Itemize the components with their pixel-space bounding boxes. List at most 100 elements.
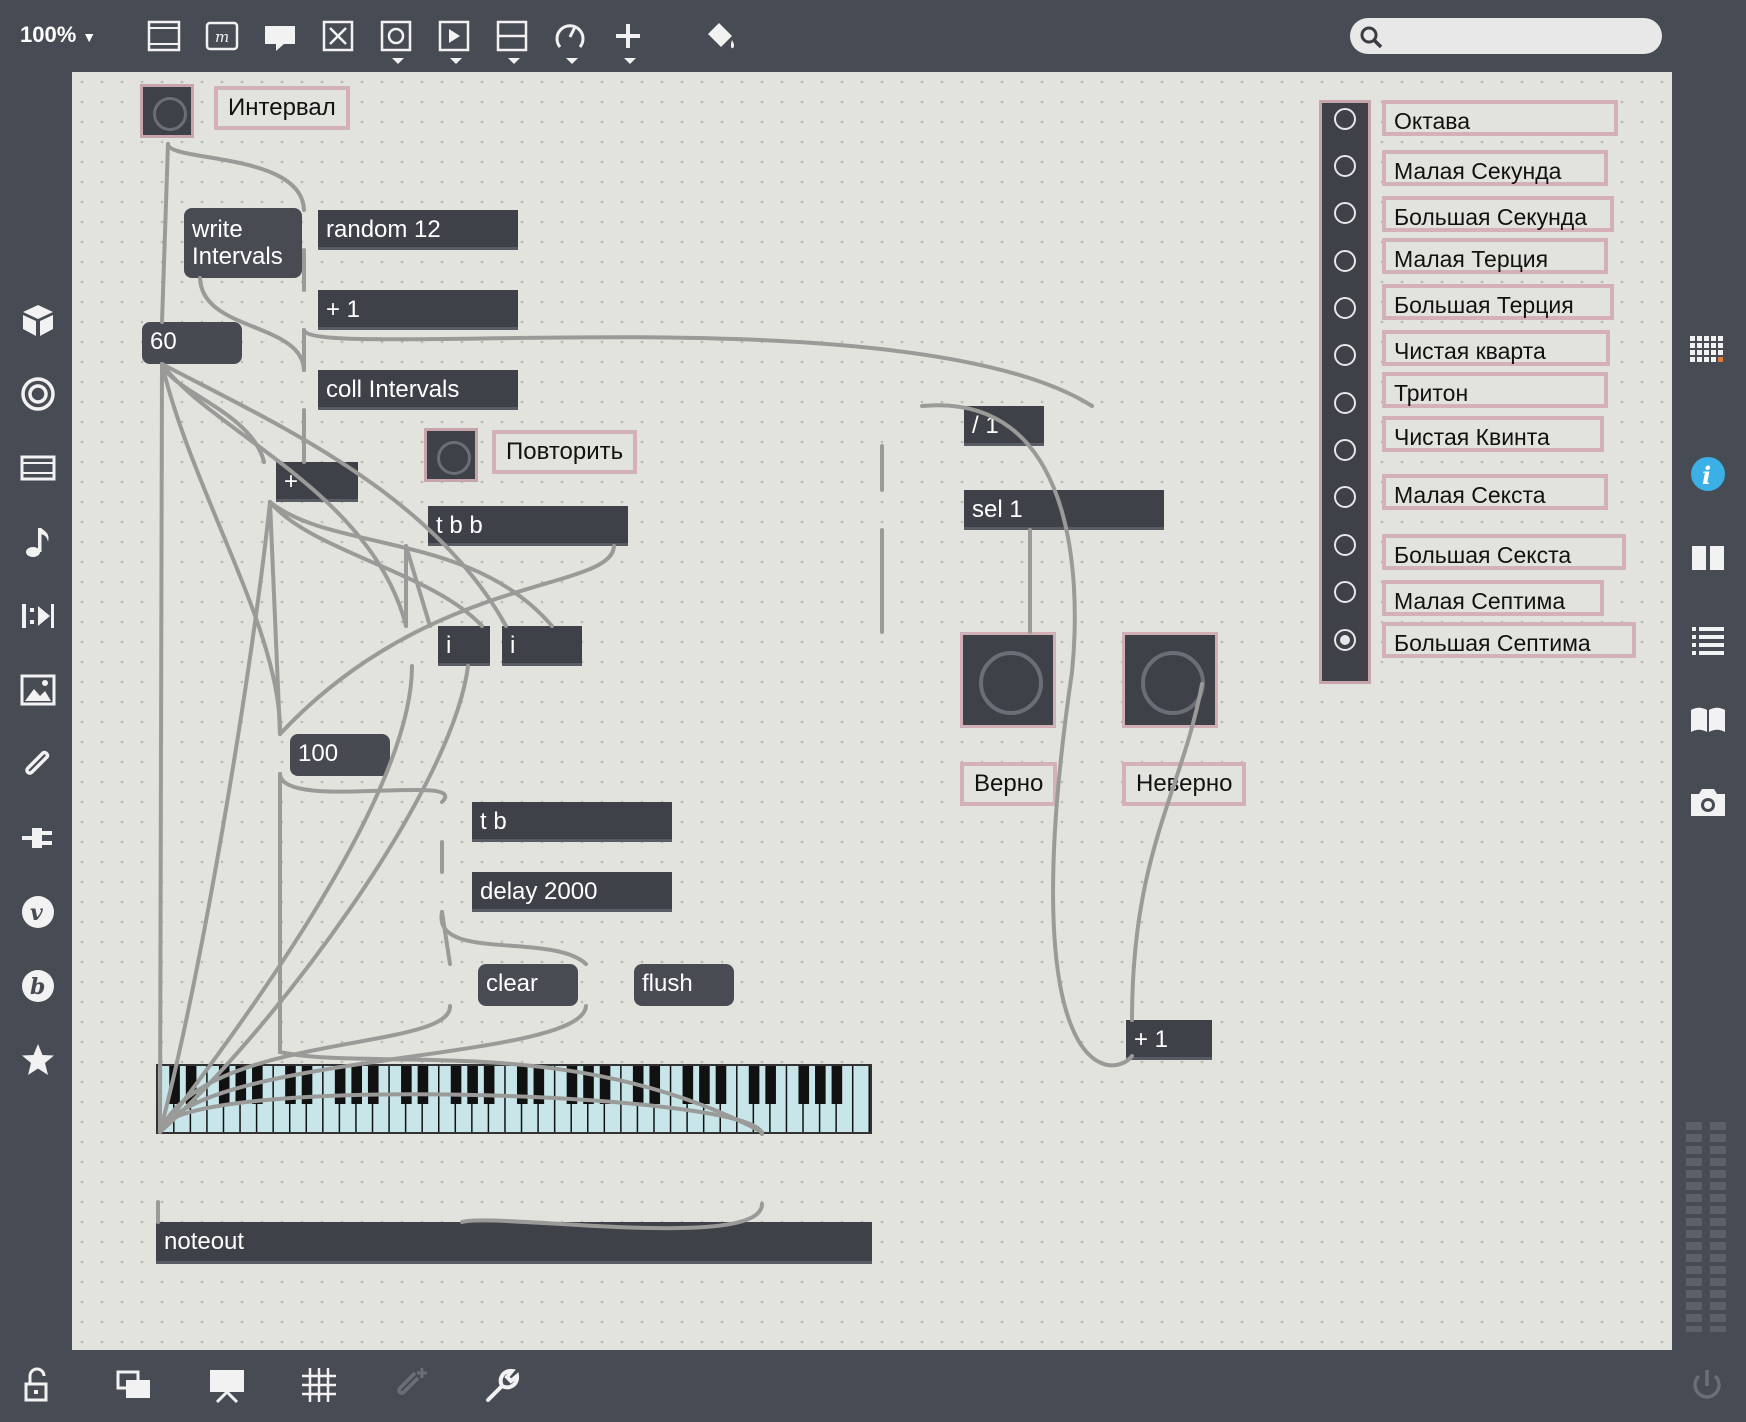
book-open-icon[interactable]	[1686, 536, 1730, 580]
presentation-mode-icon[interactable]	[204, 1362, 250, 1408]
keyboard-slider[interactable]	[156, 1064, 872, 1134]
coll-intervals-object[interactable]: coll Intervals	[318, 370, 518, 410]
bang-ring	[979, 651, 1043, 715]
add-object-icon[interactable]	[610, 18, 646, 64]
step-icon[interactable]	[18, 596, 58, 636]
radio-label-4: Малая Терция	[1382, 238, 1608, 274]
wrong-comment: Неверно	[1122, 762, 1247, 806]
trigger-b-object[interactable]: t b	[472, 802, 672, 842]
piano-keys[interactable]	[158, 1066, 870, 1132]
black-key	[334, 1066, 346, 1104]
zoom-level: 100%	[20, 22, 77, 47]
plug-icon[interactable]	[18, 818, 58, 858]
play-button-icon[interactable]	[436, 18, 472, 64]
radio-option-6[interactable]	[1334, 344, 1356, 367]
radio-option-4[interactable]	[1334, 249, 1356, 272]
list-icon[interactable]	[1686, 618, 1730, 662]
search-input[interactable]	[1390, 22, 1654, 52]
random-object[interactable]: random 12	[318, 210, 518, 250]
chevron-down-icon: ▼	[82, 29, 97, 45]
zoom-dropdown[interactable]: 100% ▼	[20, 22, 96, 48]
black-key	[682, 1066, 694, 1104]
bang-icon[interactable]	[378, 18, 414, 64]
v-icon[interactable]: v	[18, 892, 58, 932]
reference-icon[interactable]	[1686, 698, 1730, 742]
paperclip-icon[interactable]	[18, 744, 58, 784]
black-key	[632, 1066, 644, 1104]
number-box-100[interactable]: 100	[290, 734, 390, 776]
slider-icon[interactable]	[494, 18, 530, 64]
radio-option-8[interactable]	[1334, 438, 1356, 461]
paint-bucket-icon[interactable]	[702, 18, 738, 54]
radio-label-11: Малая Септима	[1382, 580, 1604, 616]
svg-text:i: i	[1702, 461, 1711, 490]
black-key	[285, 1066, 296, 1104]
int-object-2[interactable]: i	[502, 626, 582, 666]
bang-ring	[1141, 651, 1205, 715]
grid-snap-icon[interactable]	[296, 1362, 342, 1408]
wrench-icon[interactable]	[480, 1362, 526, 1408]
clear-message[interactable]: clear	[478, 964, 578, 1006]
interval-bang[interactable]	[140, 84, 194, 138]
int-object-1[interactable]: i	[438, 626, 490, 666]
black-key	[467, 1066, 478, 1104]
noteout-object[interactable]: noteout	[156, 1222, 872, 1264]
radio-option-1[interactable]	[1334, 107, 1356, 130]
power-icon[interactable]	[1684, 1362, 1730, 1408]
new-object-icon[interactable]	[388, 1362, 434, 1408]
dial-icon[interactable]	[552, 18, 588, 64]
bang-ring	[437, 441, 471, 475]
message-box-icon[interactable]: m	[204, 18, 240, 54]
write-intervals-message[interactable]: write Intervals	[184, 208, 302, 278]
black-key	[699, 1066, 710, 1104]
delay-object[interactable]: delay 2000	[472, 872, 672, 912]
star-icon[interactable]	[18, 1040, 58, 1080]
black-key	[815, 1066, 826, 1104]
black-key	[748, 1066, 760, 1104]
b-icon[interactable]: b	[18, 966, 58, 1006]
plus-one-object-2[interactable]: + 1	[1126, 1020, 1212, 1060]
flush-message[interactable]: flush	[634, 964, 734, 1006]
trigger-bb-object[interactable]: t b b	[428, 506, 628, 546]
plus-one-object[interactable]: + 1	[318, 290, 518, 330]
radio-option-2[interactable]	[1334, 155, 1356, 178]
film-icon[interactable]	[18, 448, 58, 488]
divide-object[interactable]: / 1	[964, 406, 1044, 446]
black-key	[301, 1066, 313, 1104]
correct-bang[interactable]	[960, 632, 1056, 728]
image-icon[interactable]	[18, 670, 58, 710]
info-icon[interactable]: i	[1686, 452, 1730, 496]
black-key	[417, 1066, 429, 1104]
package-icon[interactable]	[18, 300, 58, 340]
wrong-bang[interactable]	[1122, 632, 1218, 728]
black-key	[599, 1066, 611, 1104]
camera-icon[interactable]	[1686, 780, 1730, 824]
toggle-x-icon[interactable]	[320, 18, 356, 54]
comment-icon[interactable]	[262, 18, 298, 54]
presentation-icon[interactable]	[146, 18, 182, 54]
black-key	[649, 1066, 661, 1104]
level-meter-left	[1686, 1122, 1702, 1332]
black-key	[351, 1066, 362, 1104]
interval-radio-group[interactable]	[1319, 100, 1371, 684]
radio-label-9: Малая Секста	[1382, 474, 1608, 510]
music-note-icon[interactable]	[18, 522, 58, 562]
radio-option-10[interactable]	[1334, 533, 1356, 556]
radio-option-7[interactable]	[1334, 391, 1356, 414]
radio-option-11[interactable]	[1334, 580, 1356, 603]
add-object[interactable]: +	[276, 462, 358, 502]
radio-option-3[interactable]	[1334, 202, 1356, 225]
repeat-comment: Повторить	[492, 430, 638, 474]
repeat-bang[interactable]	[424, 428, 478, 482]
select-object[interactable]: sel 1	[964, 490, 1164, 530]
number-box-60[interactable]: 60	[142, 322, 242, 364]
radio-label-5: Большая Терция	[1382, 284, 1614, 320]
lock-icon[interactable]	[16, 1362, 62, 1408]
windows-icon[interactable]	[112, 1362, 158, 1408]
radio-option-9[interactable]	[1334, 486, 1356, 509]
bang-ring	[153, 97, 187, 131]
radio-option-5[interactable]	[1334, 297, 1356, 319]
circle-target-icon[interactable]	[18, 374, 58, 414]
radio-option-12[interactable]	[1334, 629, 1356, 652]
grid-icon[interactable]	[1686, 328, 1730, 372]
